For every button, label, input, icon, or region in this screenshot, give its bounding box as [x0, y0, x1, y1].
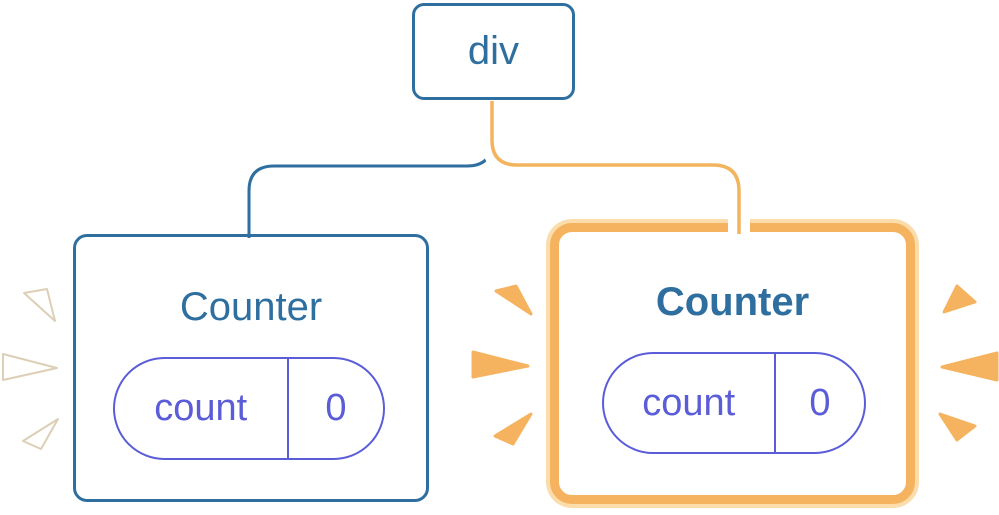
edge-to-right-counter-band [481, 101, 750, 234]
root-node-label: div [467, 29, 520, 73]
burst-right-inner-icon [471, 284, 533, 446]
counter-title: Counter [655, 280, 810, 324]
state-value-label: 0 [325, 387, 347, 429]
state-pill: count 0 [113, 357, 385, 460]
state-key-label: count [154, 387, 248, 429]
state-value-label: 0 [809, 381, 831, 424]
root-node: div [412, 3, 575, 100]
burst-left-icon [2, 288, 59, 450]
pill-divider [773, 354, 776, 452]
burst-right-outer-icon [938, 284, 999, 442]
pill-divider [286, 359, 289, 458]
state-key-label: count [642, 381, 736, 424]
counter-card-right-highlighted: Counter count 0 [550, 223, 915, 504]
counter-card-left: Counter count 0 [73, 234, 429, 502]
state-pill: count 0 [602, 352, 866, 454]
edge-to-left-counter [247, 101, 494, 238]
edge-to-right-counter [490, 101, 741, 234]
counter-title: Counter [179, 285, 323, 329]
